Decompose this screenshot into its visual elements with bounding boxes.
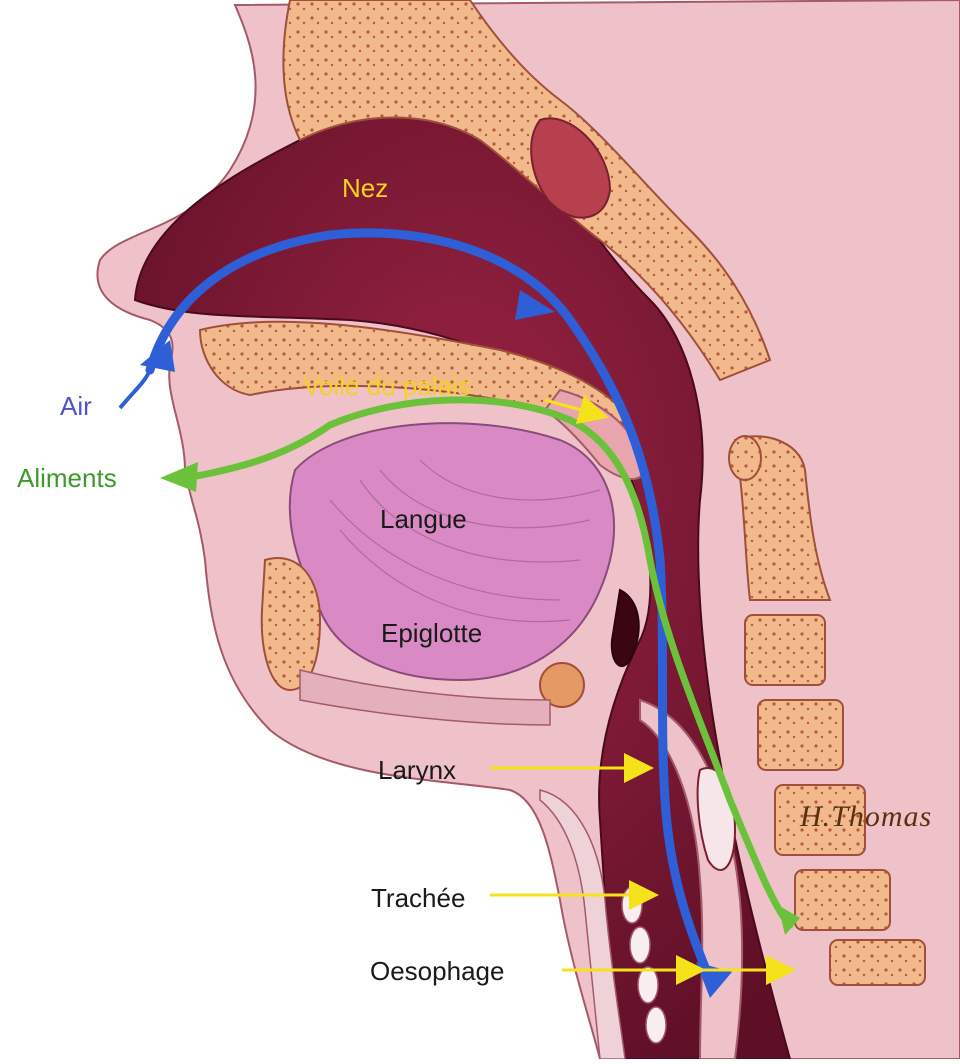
mandible [262, 558, 320, 690]
label-langue: Langue [380, 506, 467, 532]
label-trachee: Trachée [371, 885, 465, 911]
label-oesophage: Oesophage [370, 958, 504, 984]
food-arrowhead-start [160, 462, 198, 492]
label-larynx: Larynx [378, 757, 456, 783]
label-nez: Nez [342, 175, 388, 201]
label-aliments: Aliments [17, 465, 117, 491]
label-air: Air [60, 393, 92, 419]
label-epiglotte: Epiglotte [381, 620, 482, 646]
air-tail [120, 370, 150, 408]
label-voile-du-palais: Voile du palais [303, 373, 471, 399]
artist-signature: H.Thomas [800, 800, 932, 834]
atlas-bone [729, 436, 761, 480]
